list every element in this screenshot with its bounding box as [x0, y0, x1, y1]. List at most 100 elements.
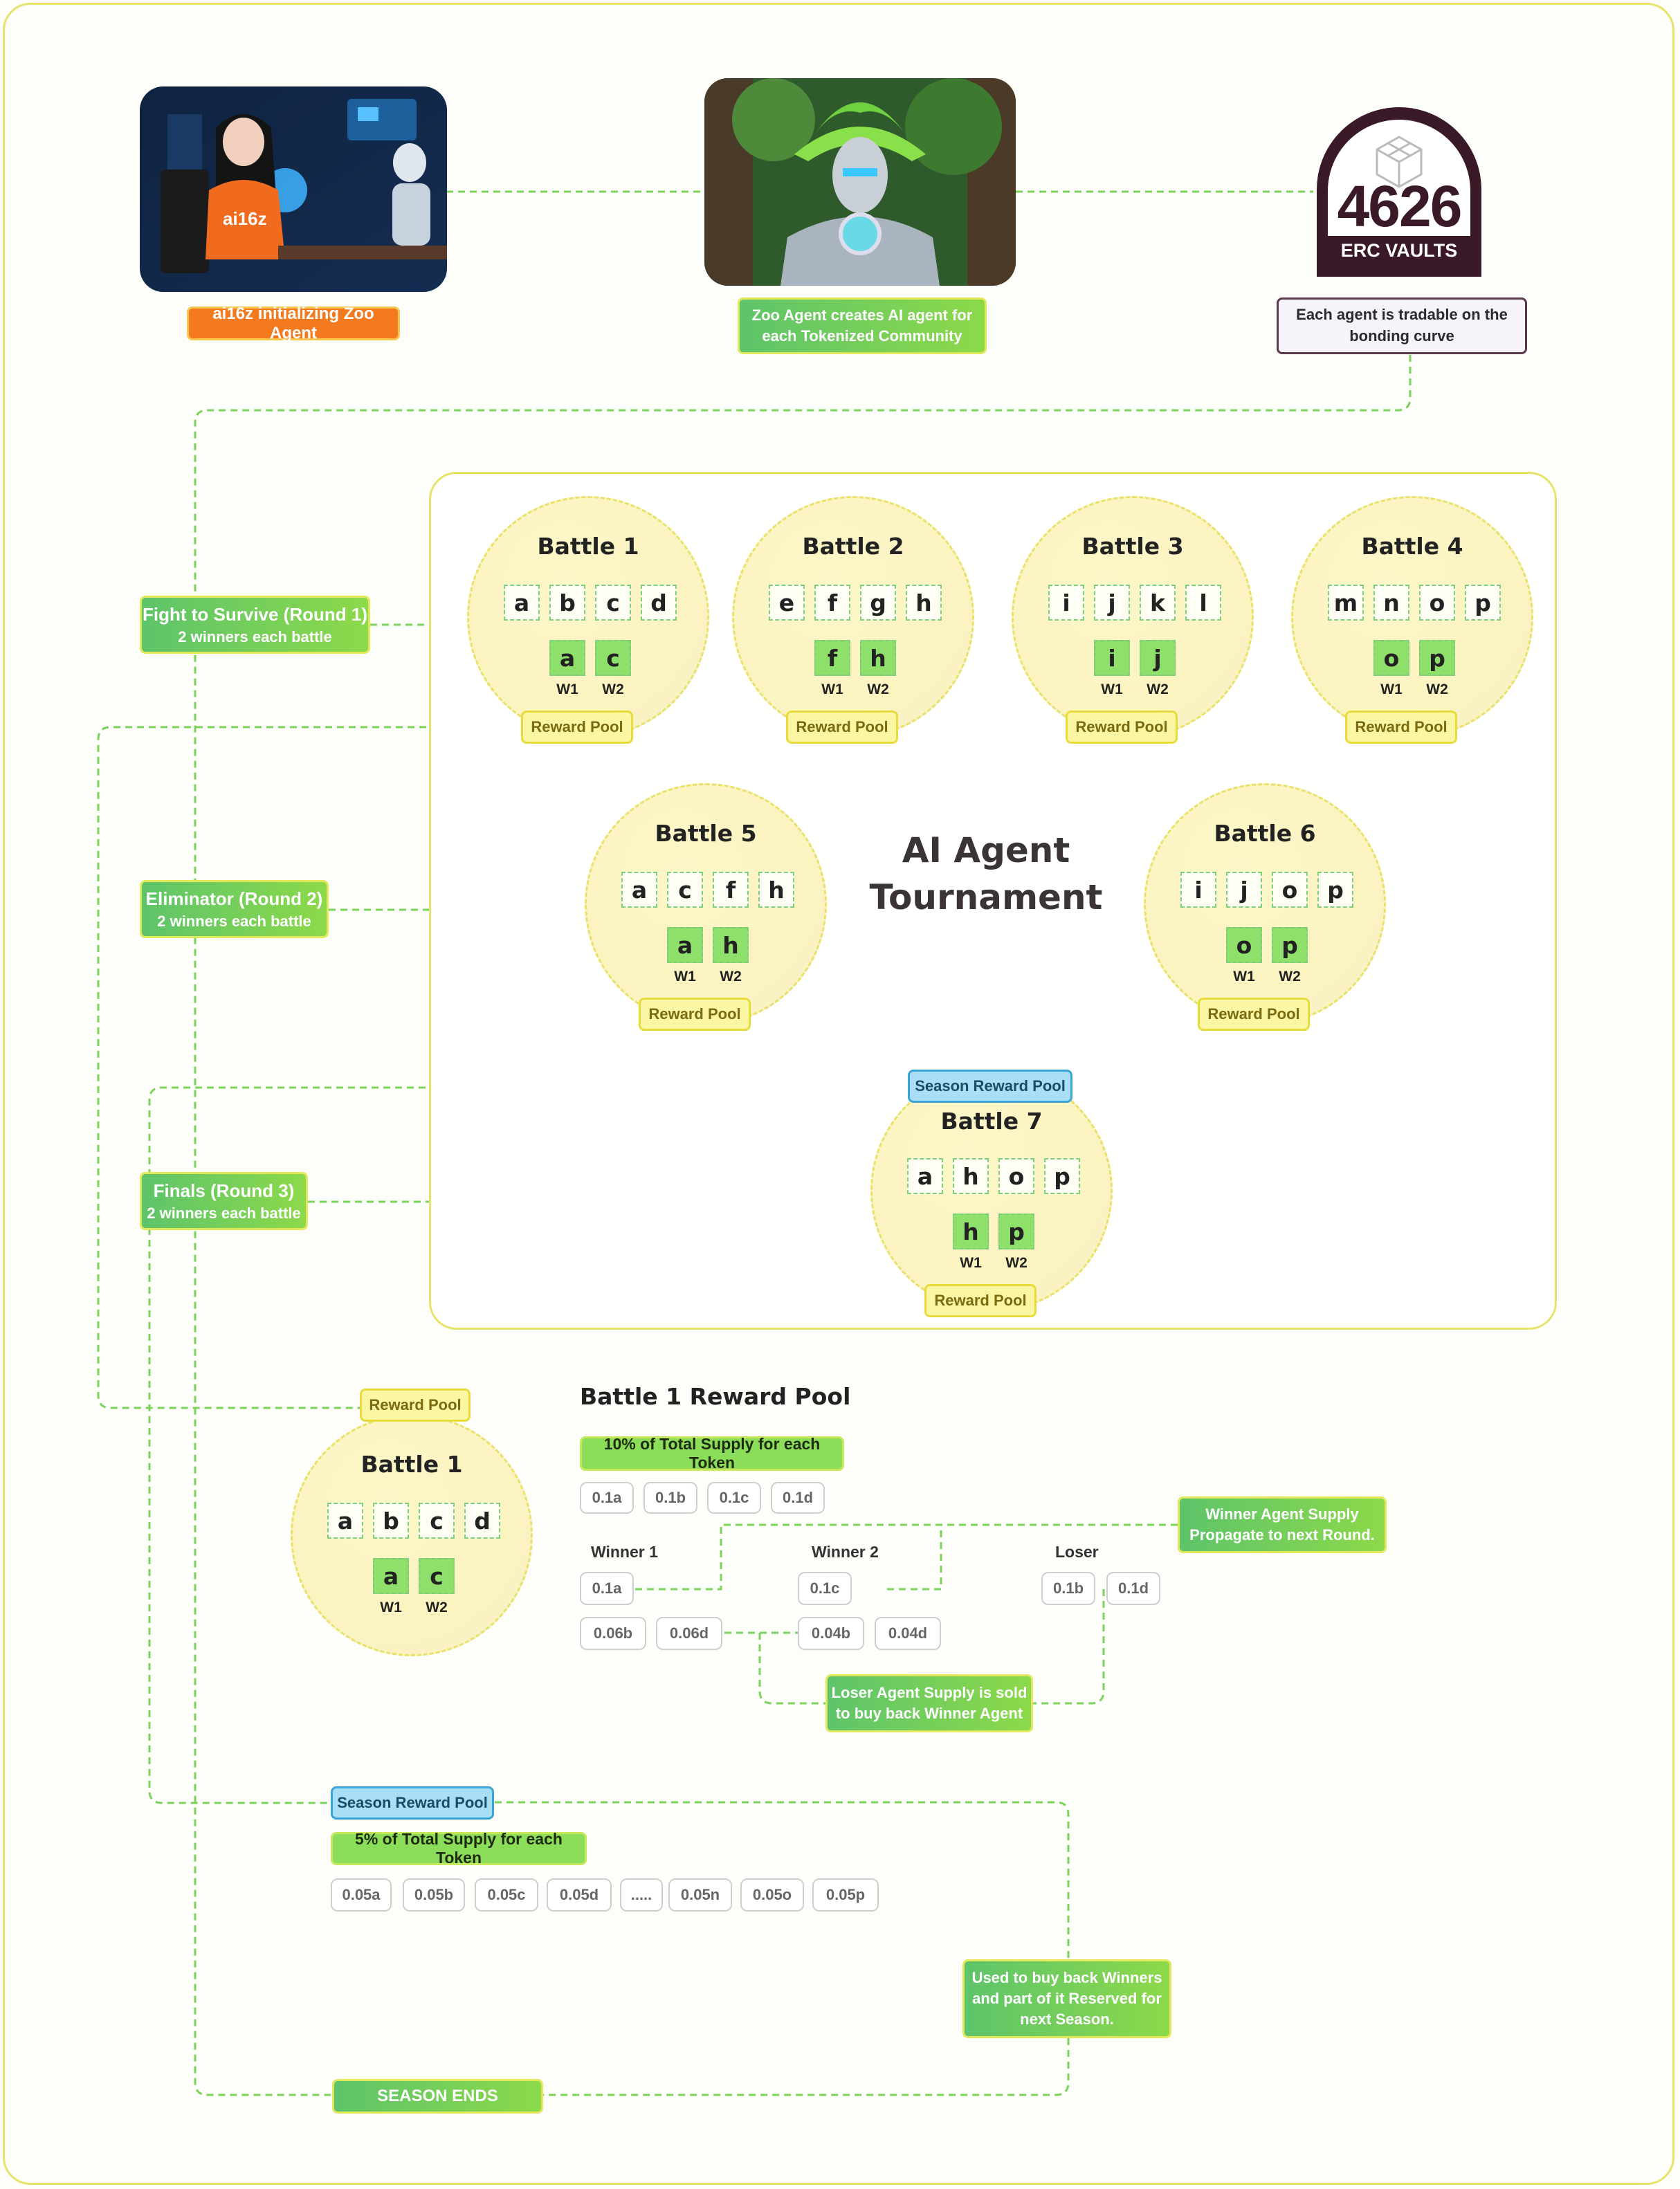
tournament-title-line2: Tournament	[869, 877, 1103, 917]
reward-pool-tag: Reward Pool	[1066, 711, 1178, 744]
round3-label: Finals (Round 3) 2 winners each battle	[140, 1172, 308, 1230]
agent-token: n	[1373, 585, 1409, 621]
battle-title: Battle 5	[655, 820, 757, 847]
vault-number: 4626	[1337, 174, 1463, 239]
winner-token: h	[713, 927, 749, 963]
winner-rank-label: W1	[1233, 969, 1255, 984]
season-supply-chip: 0.05d	[547, 1878, 612, 1912]
winner-token: p	[1419, 640, 1455, 676]
agent-token: a	[907, 1158, 943, 1194]
winner-rank-label: W2	[1147, 681, 1169, 697]
agent-token: d	[464, 1503, 500, 1539]
supply-chip: 0.1b	[643, 1482, 697, 1514]
season-supply-chip: 0.05b	[403, 1878, 465, 1912]
agent-token: b	[549, 585, 585, 621]
winner-token: c	[419, 1558, 455, 1594]
agent-token: j	[1094, 585, 1130, 621]
winner-rank-label: W1	[1380, 681, 1403, 697]
agent-token: o	[998, 1158, 1034, 1194]
ai16z-agent-illustration: ai16z	[140, 86, 447, 292]
round2-subtitle: 2 winners each battle	[157, 912, 311, 930]
season-supply-chip: .....	[620, 1878, 663, 1912]
agent-token: p	[1317, 872, 1353, 908]
round1-subtitle: 2 winners each battle	[178, 628, 332, 645]
sold-line2: to buy back Winner Agent	[835, 1705, 1023, 1722]
agent-token: a	[504, 585, 540, 621]
agent-token: p	[1044, 1158, 1080, 1194]
season-reward-pool-tag: Season Reward Pool	[331, 1786, 494, 1820]
season-usage-note: Used to buy back Winners and part of it …	[962, 1959, 1171, 2038]
winner-token: p	[998, 1213, 1034, 1249]
winner-token: f	[814, 640, 850, 676]
sold-line1: Loser Agent Supply is sold	[831, 1684, 1028, 1702]
supply-chip: 0.1c	[707, 1482, 761, 1514]
winner-token: a	[373, 1558, 409, 1594]
ai16z-label: ai16z initializing Zoo Agent	[187, 304, 400, 342]
season-supply-chip: 0.05n	[668, 1878, 732, 1912]
battle-title: Battle 4	[1361, 533, 1463, 560]
round3-title: Finals (Round 3)	[153, 1180, 295, 1201]
winner-token: i	[1094, 640, 1130, 676]
round1-label: Fight to Survive (Round 1) 2 winners eac…	[140, 596, 370, 654]
loser-sold-note: Loser Agent Supply is sold to buy back W…	[825, 1674, 1033, 1732]
vault-subtitle: ERC VAULTS	[1340, 240, 1458, 261]
agent-token: b	[373, 1503, 409, 1539]
winner-rank-label: W2	[1426, 681, 1448, 697]
agent-token: c	[419, 1503, 455, 1539]
battle-title: Battle 3	[1081, 533, 1184, 560]
tradable-label: Each agent is tradable on the bonding cu…	[1277, 297, 1527, 354]
propagate-line2: Propagate to next Round.	[1189, 1526, 1375, 1544]
reward-pool-tag: Reward Pool	[521, 711, 633, 744]
agent-token: f	[814, 585, 850, 621]
winner1-chip: 0.1a	[580, 1572, 634, 1605]
agent-token: g	[860, 585, 896, 621]
winner-rank-label: W1	[960, 1255, 982, 1271]
loser-chip: 0.1d	[1106, 1572, 1160, 1605]
winner-token: o	[1226, 927, 1262, 963]
winner-token: j	[1140, 640, 1176, 676]
battle-title: Battle 6	[1214, 820, 1316, 847]
tradable-label-line2: bonding curve	[1349, 327, 1454, 345]
winner-token: c	[595, 640, 631, 676]
agent-token: m	[1328, 585, 1364, 621]
supply-chip: 0.1d	[771, 1482, 825, 1514]
reward-pool-tag: Reward Pool	[924, 1284, 1037, 1317]
reward-pool-tag: Reward Pool	[786, 711, 898, 744]
round2-title: Eliminator (Round 2)	[145, 888, 323, 909]
agent-token: h	[953, 1158, 989, 1194]
winner-token: h	[860, 640, 896, 676]
agent-token: c	[667, 872, 703, 908]
winner-rank-label: W2	[1279, 969, 1301, 984]
winner-token: p	[1272, 927, 1308, 963]
round1-title: Fight to Survive (Round 1)	[143, 603, 367, 625]
shirt-logo-text: ai16z	[223, 208, 267, 229]
winner2-chip: 0.1c	[798, 1572, 852, 1605]
season-supply-chip: 0.05o	[740, 1878, 804, 1912]
reward-pool-tag: Reward Pool	[1345, 711, 1457, 744]
battle-title: Battle 1	[537, 533, 639, 560]
winner-rank-label: W1	[556, 681, 578, 697]
agent-token: h	[906, 585, 942, 621]
agent-token: f	[713, 872, 749, 908]
round2-label: Eliminator (Round 2) 2 winners each batt…	[140, 880, 329, 938]
winner-rank-label: W1	[1101, 681, 1123, 697]
battle-title: Battle 2	[802, 533, 904, 560]
agent-token: p	[1465, 585, 1501, 621]
used-line1: Used to buy back Winners	[971, 1969, 1162, 1987]
agent-token: j	[1226, 872, 1262, 908]
zoo-agent-label-line1: Zoo Agent creates AI agent for	[751, 306, 973, 324]
winner1-extra-chip: 0.06d	[656, 1617, 722, 1650]
winner-rank-label: W2	[1005, 1255, 1028, 1271]
agent-token: a	[621, 872, 657, 908]
five-percent-supply-tag: 5% of Total Supply for each Token	[331, 1830, 587, 1867]
winner-rank-label: W1	[821, 681, 843, 697]
winner2-extra-chip: 0.04d	[875, 1617, 941, 1650]
used-line2: and part of it Reserved for	[972, 1990, 1162, 2008]
ten-percent-supply-tag: 10% of Total Supply for each Token	[580, 1435, 844, 1472]
